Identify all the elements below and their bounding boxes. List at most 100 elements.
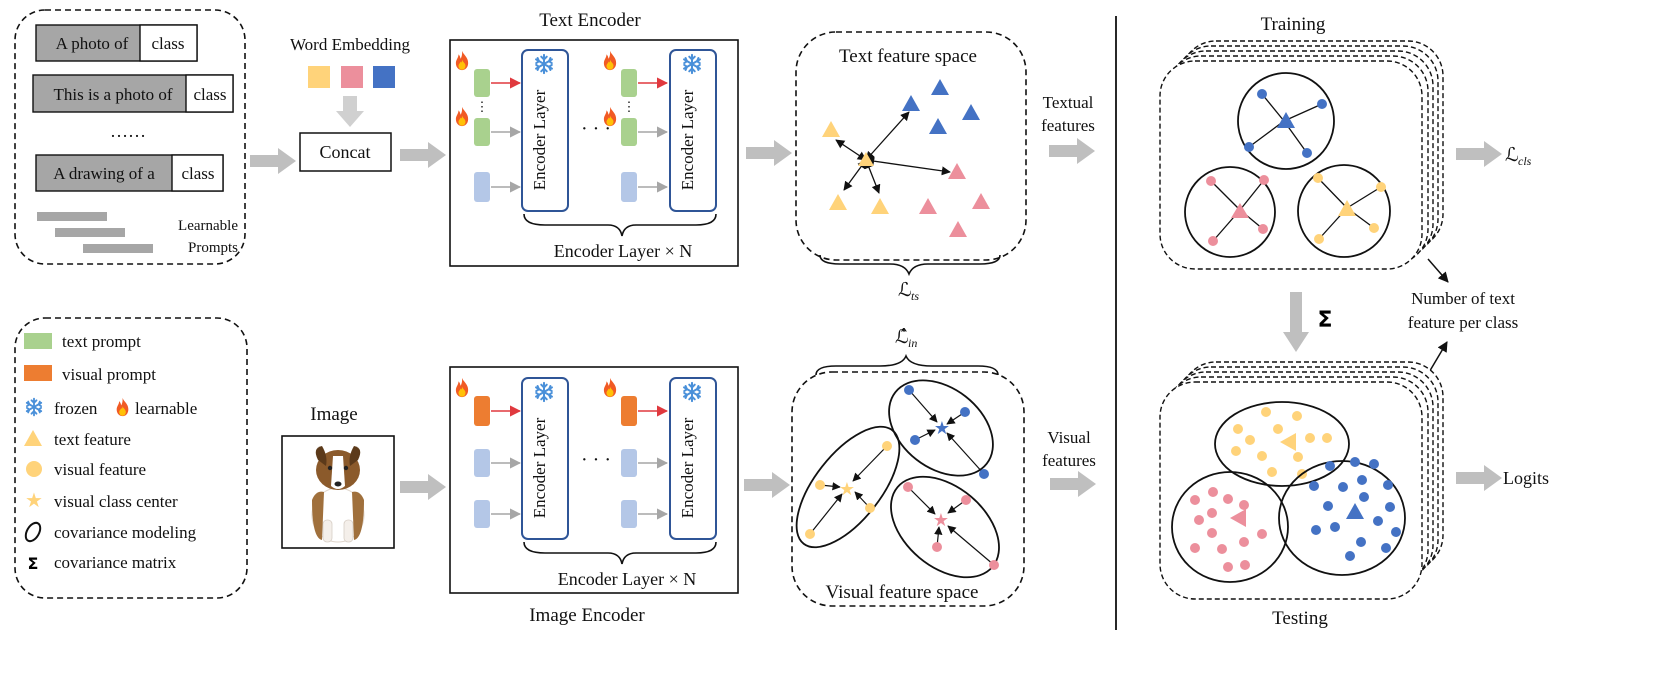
embedding-pink bbox=[341, 66, 363, 88]
fire-icon bbox=[603, 377, 617, 398]
legend-visual-feature: visual feature bbox=[54, 460, 146, 479]
legend-text-prompt: text prompt bbox=[62, 332, 141, 351]
num-text-feature-label-1: Number of text bbox=[1411, 289, 1515, 308]
prompt-template-2: This is a photo of class bbox=[32, 74, 234, 113]
embedding-blue bbox=[373, 66, 395, 88]
fire-icon bbox=[116, 397, 129, 417]
image-token bbox=[621, 449, 637, 477]
visual-prompt-token bbox=[474, 396, 490, 426]
text-prompt-token bbox=[621, 118, 637, 146]
triangle-icon bbox=[24, 430, 42, 446]
text-token bbox=[474, 172, 490, 202]
arrow-text-encoder-to-space bbox=[746, 140, 792, 166]
prompt-template-1: A photo of class bbox=[35, 24, 198, 62]
loss-ts-main: ℒ bbox=[898, 280, 912, 301]
word-embedding-block: Word Embedding Concat bbox=[290, 35, 410, 172]
loss-in-sub: in bbox=[908, 336, 917, 350]
blue-covariance-ellipse bbox=[888, 379, 994, 477]
svg-text:⋮: ⋮ bbox=[623, 99, 636, 114]
image-layer-n-label: Encoder Layer bbox=[678, 417, 697, 518]
arrow-image-encoder-to-space bbox=[744, 472, 790, 498]
ellipse-icon bbox=[24, 521, 42, 543]
arrow-visual-features bbox=[1050, 471, 1096, 497]
prompt-1-prefix: A photo of bbox=[56, 34, 129, 53]
svg-text:★: ★ bbox=[933, 510, 949, 531]
legend-covariance-modeling: covariance modeling bbox=[54, 523, 197, 542]
testing-label: Testing bbox=[1272, 608, 1328, 629]
arrow-image-to-encoder bbox=[400, 474, 446, 500]
text-layer-n-label: Encoder Layer bbox=[678, 89, 697, 190]
visual-feature-space: ℒ̂ in ★ ★ bbox=[791, 327, 1025, 607]
training-panel: Training bbox=[1159, 14, 1444, 270]
prompt-3-class: class bbox=[181, 164, 214, 183]
logits-label: Logits bbox=[1503, 468, 1549, 488]
loss-in-main: ℒ̂ bbox=[895, 327, 909, 348]
fire-icon bbox=[455, 50, 469, 71]
visual-space-title: Visual feature space bbox=[826, 582, 979, 603]
concat-label: Concat bbox=[320, 142, 371, 162]
textual-features-label-2: features bbox=[1041, 116, 1095, 135]
image-encoder-layer-1 bbox=[521, 377, 569, 540]
prompt-ellipsis: …… bbox=[110, 121, 146, 141]
text-feature-space: Text feature space ℒ ts bbox=[795, 31, 1027, 303]
circle-icon bbox=[26, 461, 42, 477]
image-encoder-repeat-label: Encoder Layer × N bbox=[558, 569, 697, 589]
snowflake-icon bbox=[25, 397, 43, 417]
arrow-to-loss-cls bbox=[1456, 141, 1502, 167]
legend-covariance-matrix: covariance matrix bbox=[54, 553, 177, 572]
testing-panel: Testing bbox=[1159, 361, 1444, 629]
sigma-label: Σ bbox=[1317, 308, 1332, 333]
image-layer-1-label: Encoder Layer bbox=[530, 417, 549, 518]
prompts-panel: A photo of class This is a photo of clas… bbox=[14, 9, 246, 265]
prompt-1-class: class bbox=[151, 34, 184, 53]
concat-box bbox=[299, 132, 392, 172]
image-encoder: Encoder Layer · · · Encoder Layer Encode… bbox=[449, 366, 739, 626]
svg-text:⋮: ⋮ bbox=[476, 99, 489, 114]
legend-text-feature: text feature bbox=[54, 430, 131, 449]
image-encoder-title: Image Encoder bbox=[529, 605, 645, 626]
legend-visual-class-center: visual class center bbox=[54, 492, 178, 511]
learnable-label-2: Prompts bbox=[188, 240, 238, 256]
visual-prompt-legend-icon bbox=[24, 365, 52, 381]
text-feature-triangles bbox=[822, 79, 990, 237]
prompt-3-prefix: A drawing of a bbox=[53, 164, 155, 183]
loss-ts-sub: ts bbox=[911, 289, 919, 303]
fire-icon bbox=[455, 106, 469, 127]
image-token bbox=[474, 449, 490, 477]
visual-features-label-1: Visual bbox=[1047, 428, 1091, 447]
embedding-yellow bbox=[308, 66, 330, 88]
text-layer-1-label: Encoder Layer bbox=[530, 89, 549, 190]
arrow-textual-features bbox=[1049, 138, 1095, 164]
sigma-icon: Σ bbox=[28, 554, 39, 573]
num-text-feature-label-2: feature per class bbox=[1408, 313, 1518, 332]
text-token bbox=[621, 172, 637, 202]
text-encoder-repeat-label: Encoder Layer × N bbox=[554, 241, 693, 261]
arrow-concat-to-text-encoder bbox=[400, 142, 446, 168]
fire-icon bbox=[603, 106, 617, 127]
legend: text prompt visual prompt frozen learnab… bbox=[14, 317, 248, 599]
prompt-2-class: class bbox=[193, 85, 226, 104]
svg-text:· · ·: · · · bbox=[581, 449, 611, 471]
textual-features-label-1: Textual bbox=[1043, 93, 1094, 112]
arrow-embedding-down bbox=[336, 96, 364, 127]
learnable-prompt-bars bbox=[37, 212, 153, 253]
text-encoder: Text Encoder ⋮ Encoder Layer · · · ⋮ Enc… bbox=[449, 10, 739, 267]
fire-icon bbox=[603, 50, 617, 71]
legend-frozen: frozen bbox=[54, 399, 98, 418]
arrow-training-to-testing bbox=[1283, 292, 1309, 352]
visual-prompt-token bbox=[621, 396, 637, 426]
legend-visual-prompt: visual prompt bbox=[62, 365, 156, 384]
dog-image bbox=[311, 446, 365, 543]
star-icon: ★ bbox=[25, 488, 43, 512]
prompt-template-3: A drawing of a class bbox=[35, 154, 224, 192]
text-prompt-token bbox=[474, 69, 490, 97]
svg-text:· · ·: · · · bbox=[581, 118, 611, 140]
prompt-2-prefix: This is a photo of bbox=[54, 85, 173, 104]
text-space-title: Text feature space bbox=[839, 46, 977, 67]
arrow-prompts-to-concat bbox=[250, 148, 296, 174]
svg-text:★: ★ bbox=[934, 418, 950, 439]
image-token bbox=[474, 500, 490, 528]
fire-icon bbox=[455, 377, 469, 398]
arrow-to-logits bbox=[1456, 465, 1502, 491]
